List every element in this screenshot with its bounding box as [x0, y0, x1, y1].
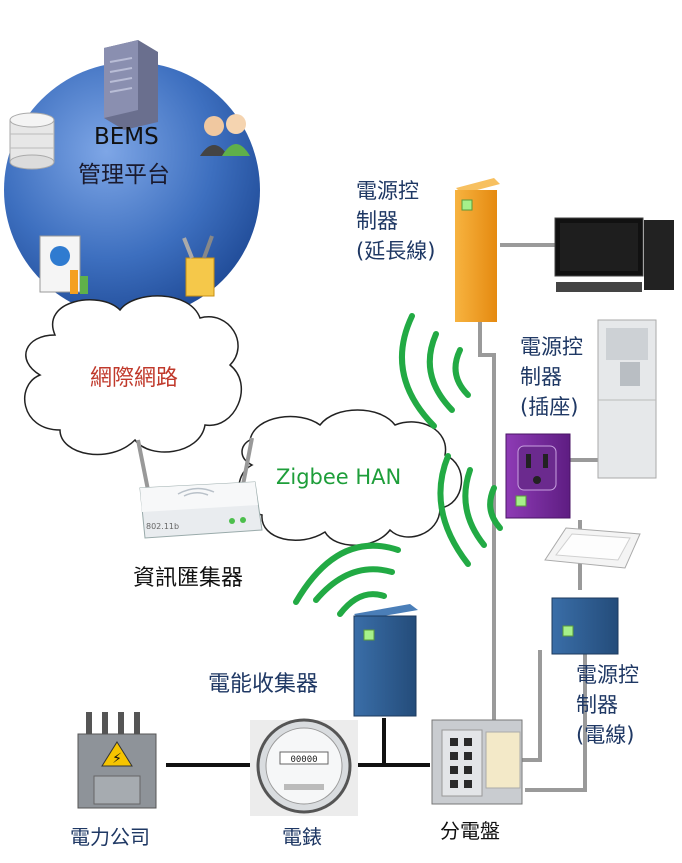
users-icon [200, 114, 250, 156]
database-icon [9, 112, 55, 170]
computer-icon [554, 217, 674, 292]
extension-controller-label-3: (延長線) [356, 239, 436, 263]
socket-controller-label-2: 制器 [520, 365, 562, 389]
wire-controller-label-1: 電源控 [576, 663, 639, 687]
socket-controller-label-3: (插座) [520, 395, 579, 419]
utility-label: 電力公司 [70, 825, 150, 849]
extension-controller-box [455, 178, 500, 322]
socket-controller-label-1: 電源控 [520, 335, 583, 359]
bems-title: BEMS [94, 124, 159, 150]
signal-arcs-socket [437, 453, 503, 567]
wiring [478, 243, 600, 792]
meter-reading: 00000 [290, 755, 317, 765]
extension-controller-label-1: 電源控 [356, 179, 419, 203]
signal-arcs-collector [293, 542, 401, 617]
zigbee-label: Zigbee HAN [276, 465, 402, 489]
tools-icon [182, 235, 215, 297]
ceiling-light-icon [544, 527, 641, 569]
water-dispenser-icon [597, 319, 657, 479]
report-icon [39, 235, 88, 294]
gateway-label: 資訊匯集器 [133, 566, 244, 591]
socket-controller-box [505, 433, 571, 519]
wire-controller-label-2: 制器 [576, 693, 618, 717]
wire-controller-label-3: (電線) [576, 723, 635, 747]
energy-collector-box [353, 604, 418, 717]
internet-cloud [24, 295, 242, 456]
gateway-device [136, 437, 263, 539]
extension-controller-label-2: 制器 [356, 209, 398, 233]
internet-label: 網際網路 [90, 366, 179, 391]
meter-label: 電錶 [282, 825, 322, 849]
transformer-icon: ⚡ [77, 712, 157, 809]
signal-arcs-extension [399, 313, 471, 429]
gateway-device-text: 802.11b [146, 522, 180, 531]
distribution-panel-icon [431, 719, 523, 805]
meter-icon [250, 718, 358, 816]
server-icon [104, 40, 158, 130]
panel-label: 分電盤 [440, 819, 500, 843]
collector-label: 電能收集器 [208, 672, 319, 697]
power-lines [166, 718, 430, 767]
svg-text:⚡: ⚡ [112, 751, 122, 767]
bems-subtitle: 管理平台 [78, 162, 170, 188]
wire-controller-box [551, 597, 619, 655]
